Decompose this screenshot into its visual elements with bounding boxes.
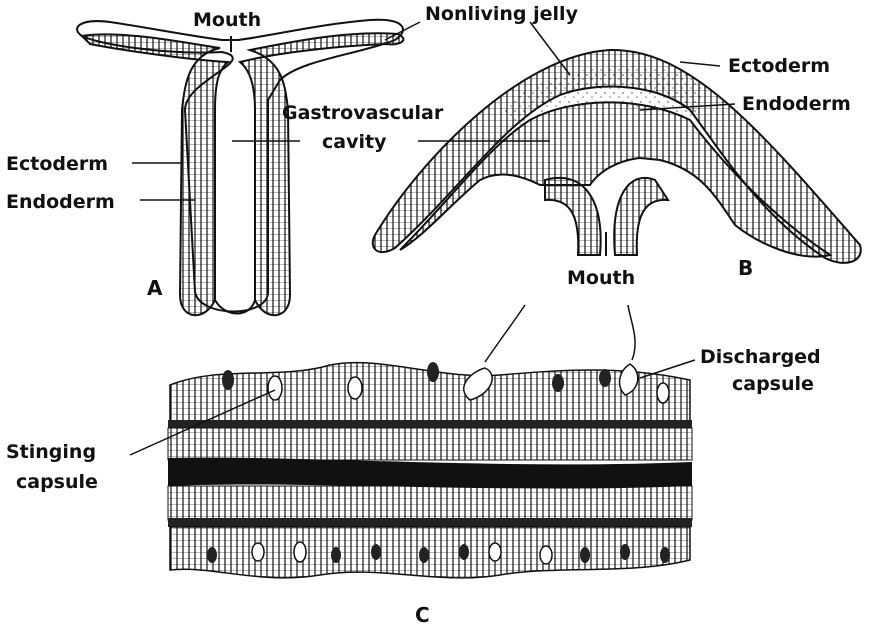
label-stinging: Stinging bbox=[6, 441, 96, 463]
label-cavity: cavity bbox=[322, 131, 387, 153]
stinging-capsule bbox=[207, 547, 217, 563]
label-stinging-capsule: capsule bbox=[16, 471, 98, 493]
stinging-capsule bbox=[580, 547, 590, 563]
panel-b-mouth-lip-left bbox=[545, 178, 601, 255]
stinging-capsule bbox=[252, 543, 264, 561]
stinging-capsule bbox=[222, 370, 234, 390]
panel-a-diagram: Mouth Ectoderm Endoderm A bbox=[6, 9, 403, 315]
label-endoderm-a: Endoderm bbox=[6, 191, 115, 213]
stinging-capsule bbox=[371, 544, 381, 560]
stinging-capsule bbox=[657, 383, 669, 403]
capsule-thread bbox=[628, 305, 635, 360]
stinging-capsule bbox=[660, 547, 670, 563]
stinging-capsule bbox=[599, 369, 611, 387]
panel-c-upper-band bbox=[168, 420, 692, 428]
stinging-capsule bbox=[427, 362, 439, 382]
stinging-capsule bbox=[552, 374, 564, 392]
stinging-capsule bbox=[540, 546, 552, 564]
stinging-capsule bbox=[419, 547, 429, 563]
label-mouth-a: Mouth bbox=[193, 9, 261, 31]
stinging-capsule bbox=[489, 543, 501, 561]
stinging-capsule bbox=[459, 544, 469, 560]
label-discharged-capsule: capsule bbox=[732, 373, 814, 395]
label-gastrovascular: Gastrovascular bbox=[282, 102, 444, 124]
panel-c-diagram: Discharged capsule Stinging capsule C bbox=[6, 305, 821, 627]
panel-a-cell-layer-right bbox=[240, 33, 403, 315]
stinging-capsule bbox=[268, 376, 282, 400]
panel-c-inner-cell-row-2 bbox=[168, 486, 692, 520]
panel-b-diagram: Nonliving jelly Ectoderm Endoderm Gastro… bbox=[282, 3, 861, 289]
label-mouth-b: Mouth bbox=[567, 267, 635, 289]
panel-c-lower-band bbox=[168, 518, 692, 527]
panel-c-bottom-cell-row bbox=[170, 527, 690, 578]
label-discharged: Discharged bbox=[700, 346, 821, 368]
panel-c-mesoglea-band bbox=[168, 458, 692, 489]
panel-letter-a: A bbox=[147, 276, 163, 300]
panel-c-inner-cell-row-1 bbox=[168, 428, 692, 460]
stinging-capsule bbox=[348, 377, 362, 399]
panel-a-body-wall bbox=[77, 20, 403, 312]
stinging-capsule bbox=[620, 544, 630, 560]
stinging-capsule bbox=[331, 547, 341, 563]
label-endoderm-b: Endoderm bbox=[742, 93, 851, 115]
panel-letter-b: B bbox=[738, 256, 753, 280]
label-ectoderm-b: Ectoderm bbox=[728, 55, 830, 77]
capsule-thread bbox=[485, 305, 525, 362]
stinging-capsule bbox=[294, 542, 306, 562]
panel-letter-c: C bbox=[415, 603, 430, 627]
panel-b-ectoderm-pointer bbox=[680, 62, 720, 66]
label-ectoderm-a: Ectoderm bbox=[6, 153, 108, 175]
label-nonliving-jelly: Nonliving jelly bbox=[425, 3, 579, 25]
panel-b-mouth-lip-right bbox=[614, 178, 668, 255]
